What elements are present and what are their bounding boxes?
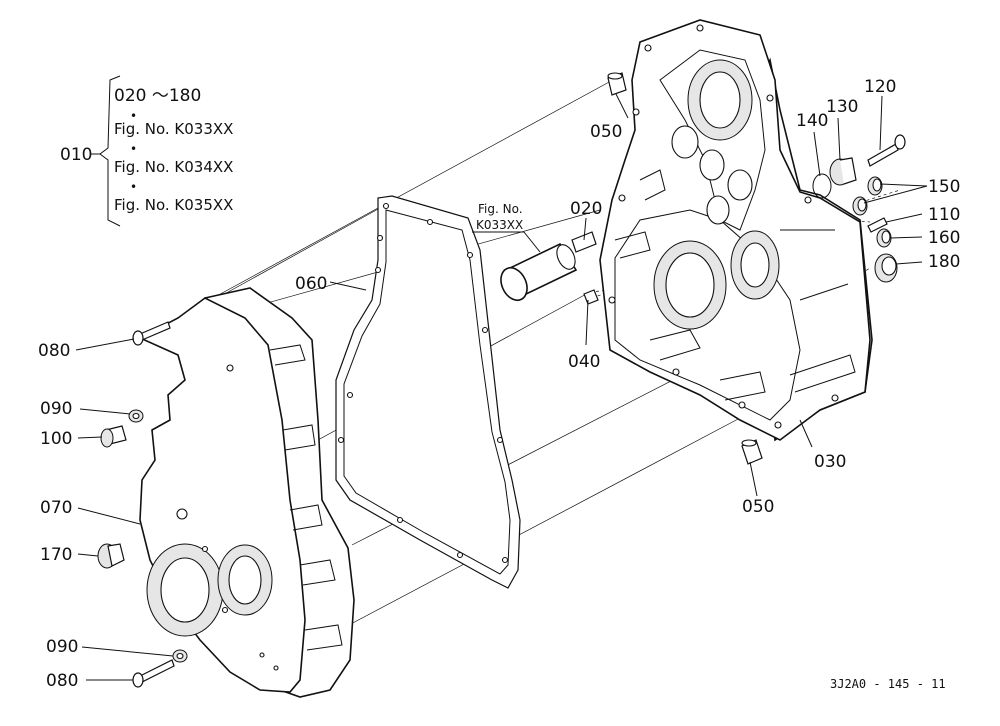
plug-150-b — [852, 196, 868, 216]
plug-150-a — [867, 176, 883, 196]
bolt-110 — [867, 217, 888, 233]
callout-080-top: 080 — [38, 341, 70, 361]
plug-160 — [876, 228, 892, 248]
callout-180: 180 — [928, 252, 960, 272]
group-id-label: 010 — [60, 145, 92, 165]
group-bracket-010 — [90, 75, 121, 227]
callout-140: 140 — [796, 111, 828, 131]
callout-130: 130 — [826, 97, 858, 117]
leader-lines — [75, 93, 928, 681]
callout-020: 020 — [570, 199, 602, 219]
dowel-pin-050-top — [607, 72, 627, 96]
callout-030: 030 — [814, 452, 846, 472]
plug-170 — [97, 543, 125, 569]
group-bullet-1: • — [130, 109, 137, 123]
callout-170: 170 — [40, 545, 72, 565]
gear-case-030 — [599, 19, 873, 442]
figure-reference: Fig. No. K033XX — [476, 202, 523, 232]
callout-110: 110 — [928, 205, 960, 225]
dowel-pin-050-bottom — [741, 439, 763, 465]
callout-150: 150 — [928, 177, 960, 197]
plug-130 — [829, 157, 857, 186]
group-bullet-3: • — [130, 180, 137, 194]
callout-090-top: 090 — [40, 399, 72, 419]
figref-line1: Fig. No. — [478, 202, 523, 216]
washer-090-bottom — [172, 649, 188, 663]
front-cover-070 — [138, 287, 355, 698]
callout-080-bottom: 080 — [46, 671, 78, 691]
callout-050-bottom: 050 — [742, 497, 774, 517]
callout-060: 060 — [295, 274, 327, 294]
group-text: 010 020 ～180 • Fig. No. K033XX • Fig. No… — [60, 86, 233, 214]
group-line-k033: Fig. No. K033XX — [114, 120, 233, 138]
group-line-range: 020 ～180 — [114, 86, 201, 106]
pin-020 — [571, 231, 597, 253]
drawing-code: 3J2A0 - 145 - 11 — [830, 677, 946, 691]
callout-120: 120 — [864, 77, 896, 97]
washer-090-top — [128, 409, 144, 423]
callout-100: 100 — [40, 429, 72, 449]
callout-090-bottom: 090 — [46, 637, 78, 657]
callout-160: 160 — [928, 228, 960, 248]
idler-shaft-k033xx — [500, 242, 578, 302]
group-line-k035: Fig. No. K035XX — [114, 196, 233, 214]
figref-line2: K033XX — [476, 218, 523, 232]
callout-050-top: 050 — [590, 122, 622, 142]
callout-040: 040 — [568, 352, 600, 372]
bolt-080-bottom — [132, 659, 175, 688]
o-ring-140 — [812, 173, 832, 199]
bolt-120 — [867, 134, 906, 167]
gasket-060 — [335, 195, 521, 589]
callout-070: 070 — [40, 498, 72, 518]
pin-040 — [583, 289, 599, 305]
callout-labels: 050 020 140 130 120 150 110 160 180 060 … — [38, 77, 960, 691]
bolt-080-top — [132, 321, 171, 346]
plug-180 — [874, 253, 898, 283]
plug-100 — [100, 425, 127, 448]
group-bullet-2: • — [130, 142, 137, 156]
group-line-k034: Fig. No. K034XX — [114, 158, 233, 176]
